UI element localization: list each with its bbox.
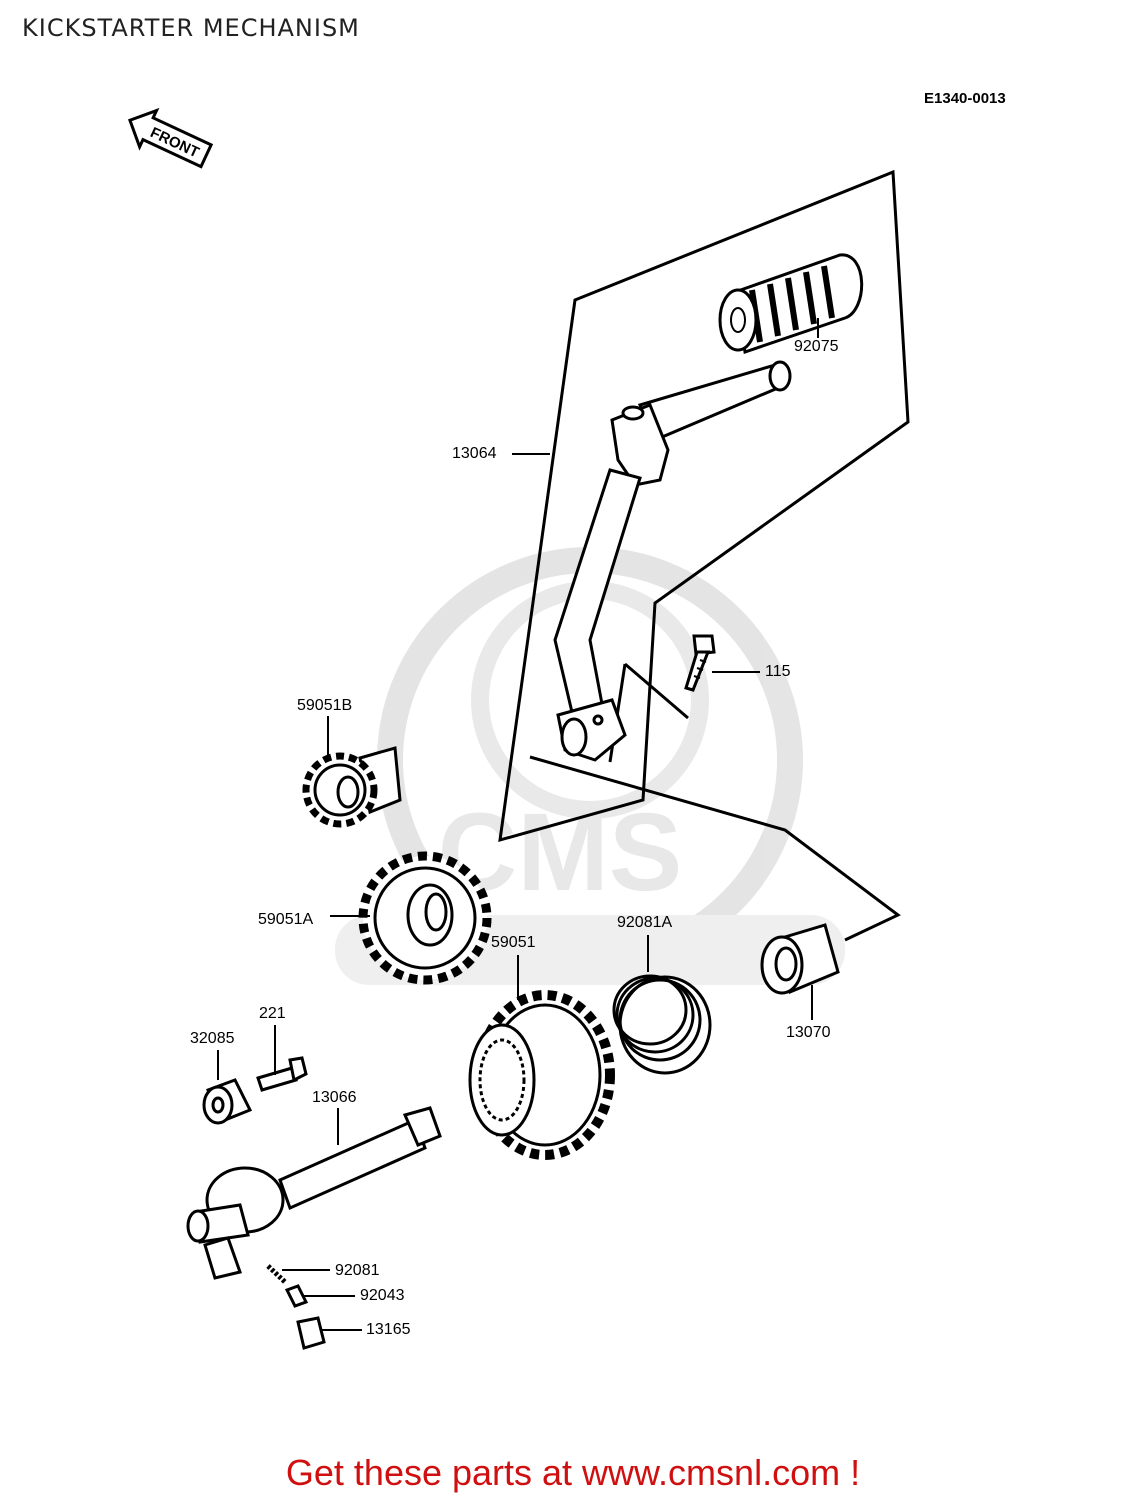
part-label-13165: 13165 [366,1321,411,1338]
leader-lines [217,318,819,1331]
front-arrow-icon: FRONT [128,107,214,169]
spring-92081a [612,974,712,1075]
gear-59051 [468,990,615,1160]
collar-32085 [202,1078,253,1125]
screw-221 [256,1056,308,1092]
gear-59051b [302,746,402,828]
page-title: KICKSTARTER MECHANISM [22,14,360,42]
footer-link[interactable]: Get these parts at www.cmsnl.com ! [285,1452,861,1493]
kick-pedal-rubber [718,253,864,354]
part-label-92043: 92043 [360,1287,405,1304]
pin-92043 [284,1284,309,1308]
part-label-92081a: 92081A [617,914,673,931]
part-label-221: 221 [259,1005,286,1022]
part-label-32085: 32085 [190,1030,235,1047]
part-label-13066: 13066 [312,1089,357,1106]
diagram-code: E1340-0013 [924,90,1006,107]
part-label-92081: 92081 [335,1262,380,1279]
part-label-115: 115 [765,663,791,680]
gear-59051a [358,851,492,985]
kick-pedal-arm [553,360,792,762]
bolt-115 [684,634,716,692]
guide-13070 [760,923,840,995]
kick-shaft-13066 [186,1106,442,1280]
part-label-59051b: 59051B [297,697,353,714]
part-label-59051: 59051 [491,934,536,951]
part-label-13064: 13064 [452,445,497,462]
part-label-59051a: 59051A [258,911,314,928]
part-label-13070: 13070 [786,1024,831,1041]
part-label-92075: 92075 [794,338,839,355]
spring-92081 [266,1264,287,1284]
cap-13165 [296,1316,326,1350]
